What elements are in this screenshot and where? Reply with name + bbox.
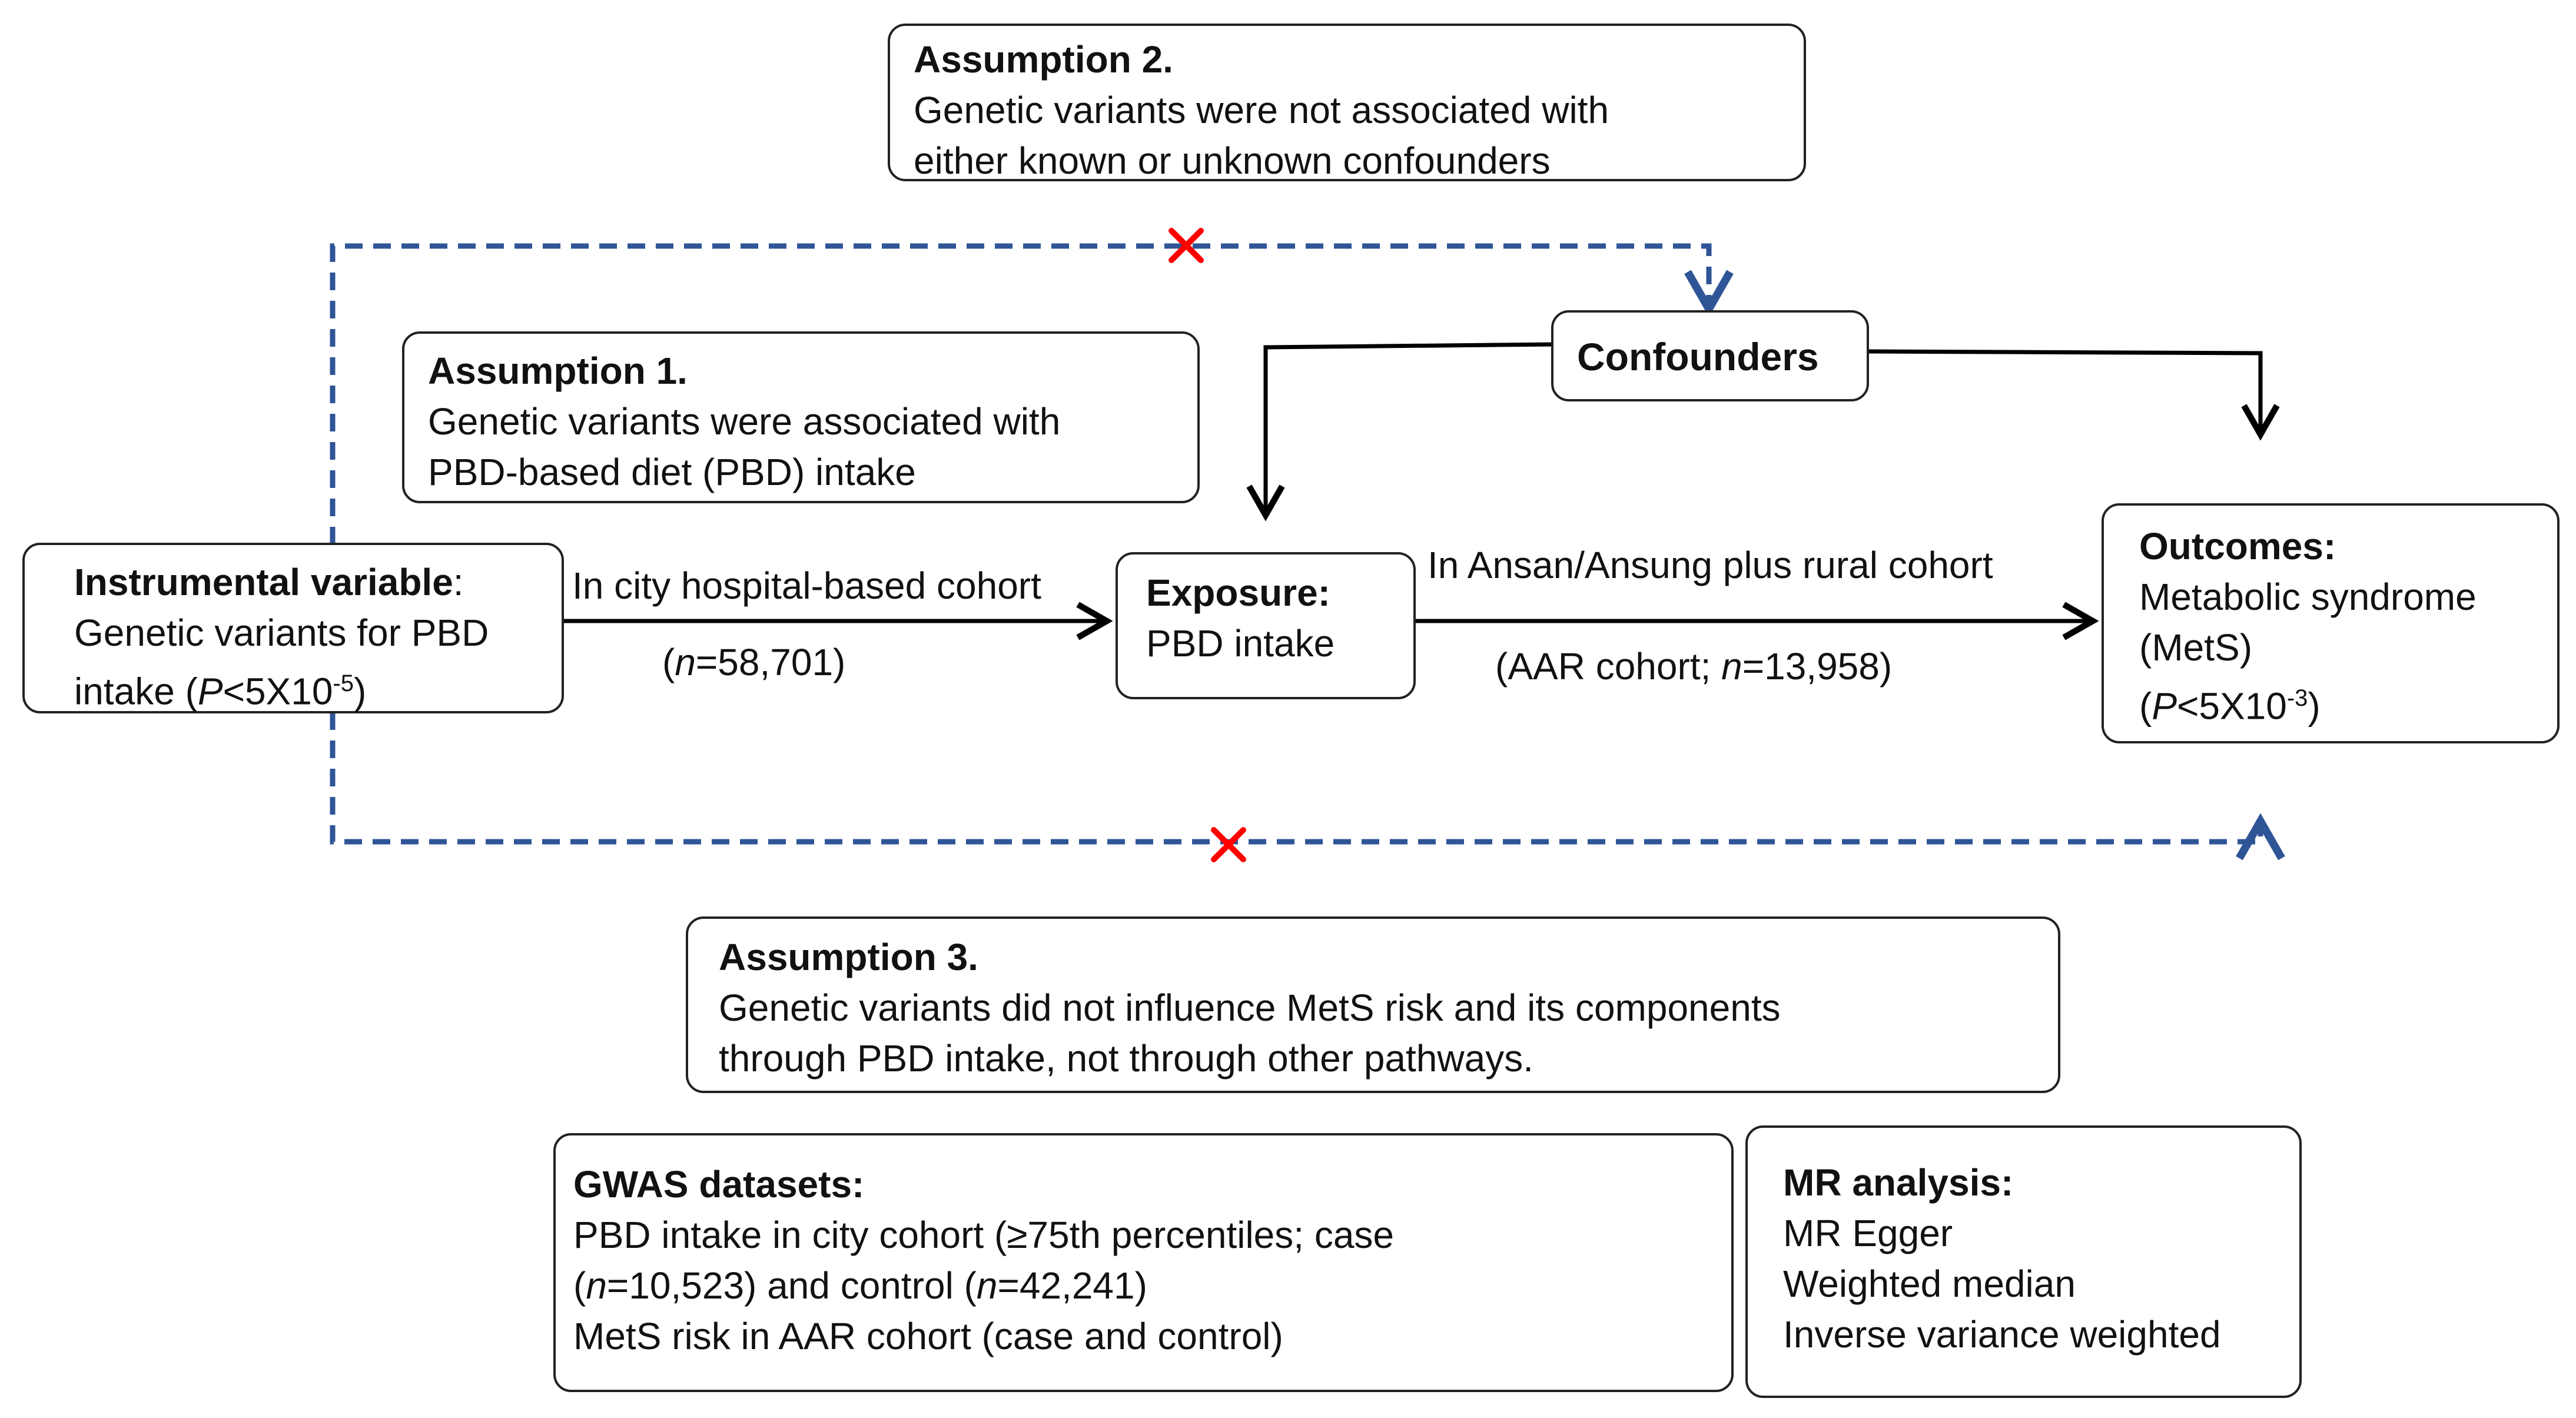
gwas-case-value: =10,523) and control ( bbox=[606, 1264, 977, 1307]
assumption-3-title: Assumption 3. bbox=[719, 936, 978, 978]
threshold-prefix: ( bbox=[2139, 685, 2152, 728]
outcomes-text-line-1: Metabolic syndrome bbox=[2139, 576, 2477, 618]
gwas-datasets-box: GWAS datasets: PBD intake in city cohort… bbox=[553, 1133, 1734, 1392]
p-symbol: P bbox=[197, 670, 223, 713]
sample-size-prefix: (AAR cohort; bbox=[1495, 645, 1722, 688]
gwas-control-value: =42,241) bbox=[997, 1264, 1147, 1307]
outcomes-title: Outcomes: bbox=[2139, 525, 2336, 567]
instrumental-variable-title-colon: : bbox=[453, 561, 464, 603]
n-symbol: n bbox=[1721, 645, 1742, 688]
mr-analysis-box: MR analysis: MR Egger Weighted median In… bbox=[1745, 1125, 2302, 1398]
threshold-suffix: ) bbox=[2308, 685, 2321, 728]
assumption-2-title: Assumption 2. bbox=[914, 38, 1173, 81]
arrow-confounders-outcome bbox=[1867, 349, 2280, 441]
gwas-datasets-line-1: PBD intake in city cohort (≥75th percent… bbox=[573, 1214, 1394, 1256]
instrumental-variable-threshold-line: intake (P<5X10-5) bbox=[74, 658, 538, 716]
threshold-suffix: ) bbox=[353, 670, 367, 713]
assumption-3-text-line-1: Genetic variants did not influence MetS … bbox=[719, 987, 1781, 1029]
gwas-datasets-title: GWAS datasets: bbox=[573, 1163, 865, 1206]
assumption-1-text-line-2: PBD-based diet (PBD) intake bbox=[428, 451, 916, 493]
confounders-label: Confounders bbox=[1577, 335, 1819, 378]
gwas-case-open: ( bbox=[573, 1264, 586, 1307]
threshold-prefix: intake ( bbox=[74, 670, 198, 713]
assumption-3-text-line-2: through PBD intake, not through other pa… bbox=[719, 1037, 1533, 1080]
assumption-1-box: Assumption 1. Genetic variants were asso… bbox=[402, 331, 1200, 503]
n-symbol: n bbox=[586, 1264, 607, 1307]
gwas-datasets-line-3: MetS risk in AAR cohort (case and contro… bbox=[573, 1315, 1283, 1357]
sample-size-open: ( bbox=[662, 641, 675, 683]
edge-label-exposure-outcome: In Ansan/Ansung plus rural cohort bbox=[1428, 544, 1993, 586]
outcomes-threshold-line: (P<5X10-3) bbox=[2139, 673, 2522, 731]
exposure-title: Exposure: bbox=[1146, 572, 1330, 614]
exposure-box: Exposure: PBD intake bbox=[1116, 552, 1416, 699]
assumption-2-text-line-1: Genetic variants were not associated wit… bbox=[914, 89, 1609, 131]
instrumental-variable-box: Instrumental variable: Genetic variants … bbox=[22, 543, 564, 713]
dashed-path-iv-confounders bbox=[330, 243, 1734, 544]
assumption-3-box: Assumption 3. Genetic variants did not i… bbox=[686, 916, 2060, 1093]
assumption-1-title: Assumption 1. bbox=[428, 350, 688, 392]
n-symbol: n bbox=[675, 641, 696, 683]
threshold-value: <5X10 bbox=[2177, 685, 2287, 728]
outcomes-text-line-2: (MetS) bbox=[2139, 626, 2252, 669]
confounders-box: Confounders bbox=[1551, 310, 1869, 401]
mr-method-item: Weighted median bbox=[1783, 1263, 2076, 1305]
mr-method-item: Inverse variance weighted bbox=[1783, 1313, 2221, 1356]
sample-size-value: =58,701) bbox=[695, 641, 846, 683]
dashed-path-iv-outcome bbox=[330, 712, 2285, 861]
instrumental-variable-title: Instrumental variable bbox=[74, 561, 453, 603]
gwas-datasets-line-2: (n=10,523) and control (n=42,241) bbox=[573, 1260, 1714, 1311]
p-symbol: P bbox=[2152, 685, 2177, 728]
instrumental-variable-title-line: Instrumental variable: bbox=[74, 557, 538, 607]
exposure-text: PBD intake bbox=[1146, 622, 1335, 665]
threshold-exponent: -5 bbox=[333, 670, 354, 696]
edge-label-iv-exposure: In city hospital-based cohort bbox=[572, 564, 1041, 607]
mr-method-item: MR Egger bbox=[1783, 1212, 1953, 1254]
threshold-exponent: -3 bbox=[2286, 685, 2308, 711]
threshold-value: <5X10 bbox=[223, 670, 333, 713]
outcomes-box: Outcomes: Metabolic syndrome (MetS) (P<5… bbox=[2102, 503, 2560, 743]
n-symbol: n bbox=[976, 1264, 998, 1307]
instrumental-variable-text-line-1: Genetic variants for PBD bbox=[74, 612, 489, 654]
blocked-cross-icon bbox=[1211, 827, 1246, 862]
sample-size-value: =13,958) bbox=[1742, 645, 1893, 688]
mr-analysis-title: MR analysis: bbox=[1783, 1161, 2014, 1204]
assumption-2-text-line-2: either known or unknown confounders bbox=[914, 140, 1551, 182]
arrow-confounders-exposure bbox=[1246, 342, 1555, 522]
assumption-1-text-line-1: Genetic variants were associated with bbox=[428, 400, 1061, 443]
blocked-cross-icon bbox=[1169, 228, 1204, 263]
assumption-2-box: Assumption 2. Genetic variants were not … bbox=[888, 24, 1806, 182]
edge-sample-size-exposure-outcome: (AAR cohort; n=13,958) bbox=[1495, 643, 1892, 690]
edge-sample-size-iv-exposure: (n=58,701) bbox=[662, 639, 845, 686]
